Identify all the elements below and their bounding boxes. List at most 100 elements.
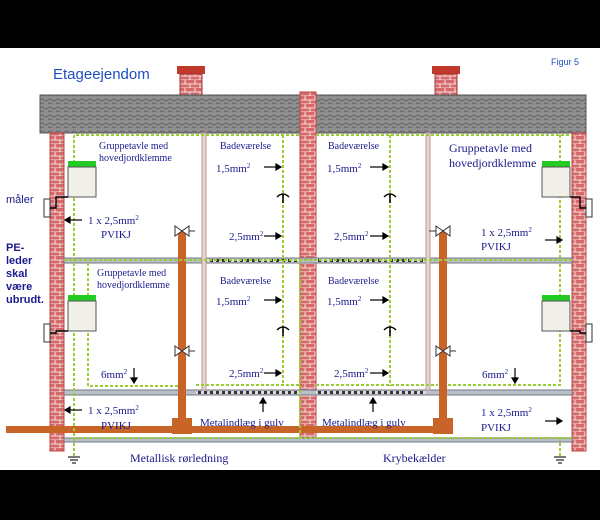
cable-25-bl-sup: 2 [260, 367, 264, 375]
label-pe-warning: PE- leder skal være ubrudt. [6, 242, 44, 306]
cable-15-mr: 1,5mm2 [327, 295, 362, 308]
shower-icon-2 [383, 193, 397, 203]
pe-line-4: være [6, 281, 32, 293]
cable-6-right-base: 6mm [482, 369, 505, 381]
ground-base [63, 437, 573, 443]
shower-icon-4 [383, 326, 397, 336]
cable-6-right: 6mm2 [482, 368, 509, 381]
cable-15-tl-sup: 2 [247, 162, 251, 170]
cable-15-ml-base: 1,5mm [216, 296, 247, 308]
cable-25-br-sup: 2 [365, 367, 369, 375]
cable-25-br: 2,5mm2 [334, 367, 369, 380]
building-diagram: Etageejendom Figur 5 [6, 57, 593, 465]
pvikj-br-l2: PVIKJ [481, 422, 512, 434]
cable-25-bl-base: 2,5mm [229, 368, 260, 380]
meter-mid-right [585, 323, 593, 343]
group-panel-top-right [541, 161, 571, 198]
pvikj-tl: 1 x 2,5mm2 PVIKJ [88, 211, 142, 241]
cable-25-bl: 2,5mm2 [229, 367, 264, 380]
pvikj-br-sup: 2 [528, 406, 532, 414]
panel-tr-line-1: Gruppetavle med [449, 141, 532, 155]
panel-label-top-right: Gruppetavle med hovedjordklemme [449, 141, 536, 170]
pvikj-tl-l2: PVIKJ [101, 229, 132, 241]
pvikj-br: 1 x 2,5mm2 PVIKJ [481, 403, 535, 434]
ground-symbol-left [68, 456, 80, 464]
cable-15-tr-sup: 2 [358, 162, 362, 170]
partition-left [201, 132, 207, 391]
figure-label: Figur 5 [551, 57, 579, 67]
pe-line-1: PE- [6, 242, 25, 254]
bath-label-4: Badeværelse [328, 276, 380, 287]
diagram-canvas: Etageejendom Figur 5 [0, 48, 600, 470]
pipe-left [178, 230, 186, 428]
pvikj-tl-l1: 1 x 2,5mm [88, 215, 136, 227]
panel-label-top-left: Gruppetavle med hovedjordklemme [99, 141, 172, 164]
panel-ml-line-1: Gruppetavle med [97, 268, 166, 279]
cable-15-tl: 1,5mm2 [216, 162, 251, 175]
pvikj-tr-sup: 2 [528, 226, 532, 234]
pipe-elbow-left [172, 418, 192, 434]
chimney-left [177, 66, 205, 97]
pe-conductor [64, 134, 572, 456]
group-panel-mid-left [67, 295, 97, 332]
metal-inlay-left-mid [206, 259, 300, 262]
cable-15-ml-sup: 2 [247, 295, 251, 303]
pvikj-tl-sup: 2 [135, 214, 139, 222]
partition-right [425, 132, 431, 391]
cable-15-mr-sup: 2 [358, 295, 362, 303]
ground-symbol-right [554, 456, 566, 464]
cable-25-br-base: 2,5mm [334, 368, 365, 380]
pvikj-tr: 1 x 2,5mm2 PVIKJ [481, 223, 535, 253]
metallic-pipe-label: Metallisk rørledning [130, 451, 228, 465]
cable-15-tl-base: 1,5mm [216, 163, 247, 175]
central-column [299, 91, 317, 441]
cable-25-tl-sup: 2 [260, 230, 264, 238]
meter-wires [50, 196, 586, 334]
right-wall [571, 132, 587, 452]
meter-top-left [43, 198, 51, 218]
cable-15-tr-base: 1,5mm [327, 163, 358, 175]
cable-15-ml: 1,5mm2 [216, 295, 251, 308]
pvikj-bl-sup: 2 [135, 404, 139, 412]
meter-mid-left [43, 323, 51, 343]
metal-inlay-label-left: Metalindlæg i gulv [200, 417, 284, 429]
diagram-title: Etageejendom [53, 66, 150, 83]
cable-25-tl-base: 2,5mm [229, 231, 260, 243]
pvikj-bl-l2: PVIKJ [101, 420, 132, 432]
pe-line-2: leder [6, 255, 33, 267]
cable-25-tl: 2,5mm2 [229, 230, 264, 243]
cable-15-mr-base: 1,5mm [327, 296, 358, 308]
pvikj-bl-l1: 1 x 2,5mm [88, 405, 136, 417]
pvikj-br-l1: 1 x 2,5mm [481, 407, 529, 419]
panel-tl-line-2: hovedjordklemme [99, 153, 172, 164]
cable-6-right-sup: 2 [505, 368, 509, 376]
valve-mid-left [174, 345, 195, 357]
panel-tr-line-2: hovedjordklemme [449, 156, 536, 170]
cable-6-left: 6mm2 [101, 368, 128, 381]
bath-label-2: Badeværelse [328, 141, 380, 152]
metallic-pipe [6, 426, 446, 433]
chimney-right [432, 66, 460, 97]
group-panel-top-left [67, 161, 97, 198]
pe-line-3: skal [6, 268, 27, 280]
group-panel-mid-right [541, 295, 571, 332]
shower-icon-1 [276, 193, 290, 203]
panel-tl-line-1: Gruppetavle med [99, 141, 168, 152]
crawlspace-label: Krybekælder [383, 451, 446, 465]
cable-6-left-base: 6mm [101, 369, 124, 381]
panel-ml-line-2: hovedjordklemme [97, 280, 170, 291]
left-wall [49, 132, 65, 452]
cable-6-left-sup: 2 [124, 368, 128, 376]
pvikj-tr-l1: 1 x 2,5mm [481, 227, 529, 239]
valve-top-left [174, 225, 195, 237]
pipe-right [439, 230, 447, 428]
panel-label-mid-left: Gruppetavle med hovedjordklemme [97, 268, 170, 291]
metal-inlay-right-bot [316, 391, 426, 394]
arrows [63, 162, 564, 426]
bath-label-3: Badeværelse [220, 276, 272, 287]
label-maaler: måler [6, 194, 34, 206]
cable-25-tr: 2,5mm2 [334, 230, 369, 243]
cable-25-tr-base: 2,5mm [334, 231, 365, 243]
valve-top-right [429, 225, 451, 237]
metal-inlay-label-right: Metalindlæg i gulv [322, 417, 406, 429]
